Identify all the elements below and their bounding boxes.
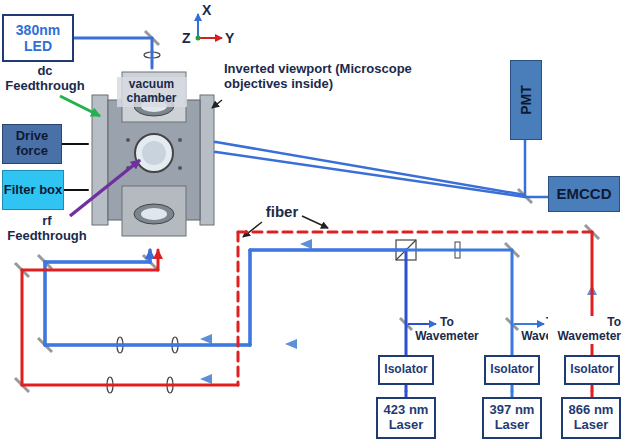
isolator-box: Isolator (564, 355, 620, 385)
beam-segment (151, 38, 154, 68)
filter-box: Filter box (2, 170, 64, 210)
beam-segment (45, 344, 250, 347)
isolator-box: Isolator (378, 355, 434, 385)
beam-segment (149, 250, 152, 262)
axis-label: Z (182, 30, 196, 46)
beam-segment (64, 189, 80, 191)
wavemeter-label: To Wavemeter (548, 316, 621, 344)
beam-segment (525, 196, 548, 199)
beam-segment (237, 232, 240, 385)
isolator-box: Isolator (484, 355, 540, 385)
viewport-label: Inverted viewport (Microscope objectives… (224, 62, 414, 92)
beam-segment (45, 261, 150, 264)
beam-connector (45, 250, 406, 355)
beam-segment (21, 270, 24, 385)
beam-connector (592, 385, 593, 397)
beam-segment (405, 250, 408, 355)
node-text: 380nm LED (4, 22, 72, 54)
pmt-detector: PMT (510, 60, 542, 140)
node-text: Filter box (4, 183, 63, 198)
beam-segment (44, 262, 47, 345)
beam-segment (216, 152, 525, 197)
beam-segment (22, 269, 158, 272)
beam-connector (45, 250, 512, 355)
axis-label: X (202, 2, 216, 18)
laser-box: 423 nm Laser (376, 397, 436, 439)
feedthrough-label: dc Feedthrough (2, 64, 88, 94)
beam-connector (64, 190, 88, 191)
beam-connector (215, 140, 525, 195)
beam-connector (406, 385, 407, 397)
node-text: PMT (518, 85, 534, 115)
beam-connector (215, 152, 548, 197)
beam-segment (250, 249, 512, 252)
wavemeter-label: To Wavemeter (410, 316, 484, 344)
node-text: EMCCD (557, 185, 612, 202)
beam-segment (22, 384, 238, 387)
node-text: 397 nm Laser (484, 403, 540, 433)
laser-box: 866 nm Laser (561, 397, 621, 439)
beam-connector (62, 144, 88, 145)
beam-segment (511, 385, 514, 391)
beam-segment (45, 344, 250, 347)
beam-segment (80, 189, 88, 191)
laser-box: 397 nm Laser (482, 397, 542, 439)
emccd-camera: EMCCD (548, 176, 620, 212)
beam-connector (74, 38, 152, 68)
beam-segment (157, 250, 160, 270)
fiber-label: fiber (262, 203, 302, 220)
beam-segment (511, 250, 514, 355)
node-text: Isolator (570, 363, 613, 377)
beam-segment (405, 385, 408, 391)
node-text: 866 nm Laser (563, 403, 619, 433)
beam-segment (149, 250, 152, 262)
beam-segment (216, 142, 525, 195)
beam-segment (62, 143, 80, 145)
feedthrough-label: rf Feedthrough (4, 214, 90, 244)
vacuum-chamber: vacuum chamber (88, 68, 215, 250)
beam-segment (249, 250, 252, 345)
drive-force-box: Drive force (2, 124, 62, 164)
light-source-box: 380nm LED (2, 14, 74, 62)
axis-label: Y (225, 30, 239, 46)
beam-segment (45, 261, 150, 264)
beam-segment (524, 140, 527, 195)
node-text: Drive force (3, 129, 61, 159)
node-text: Isolator (490, 363, 533, 377)
node-text: Isolator (384, 363, 427, 377)
beam-connector (512, 385, 513, 397)
beam-segment (74, 37, 152, 40)
beam-segment (249, 250, 252, 345)
beam-segment (44, 262, 47, 345)
beam-segment (238, 231, 592, 234)
beam-segment (80, 143, 88, 145)
beam-connector (22, 232, 592, 385)
beam-segment (591, 385, 594, 391)
node-text: vacuum chamber (117, 77, 187, 107)
node-text: 423 nm Laser (378, 403, 434, 433)
